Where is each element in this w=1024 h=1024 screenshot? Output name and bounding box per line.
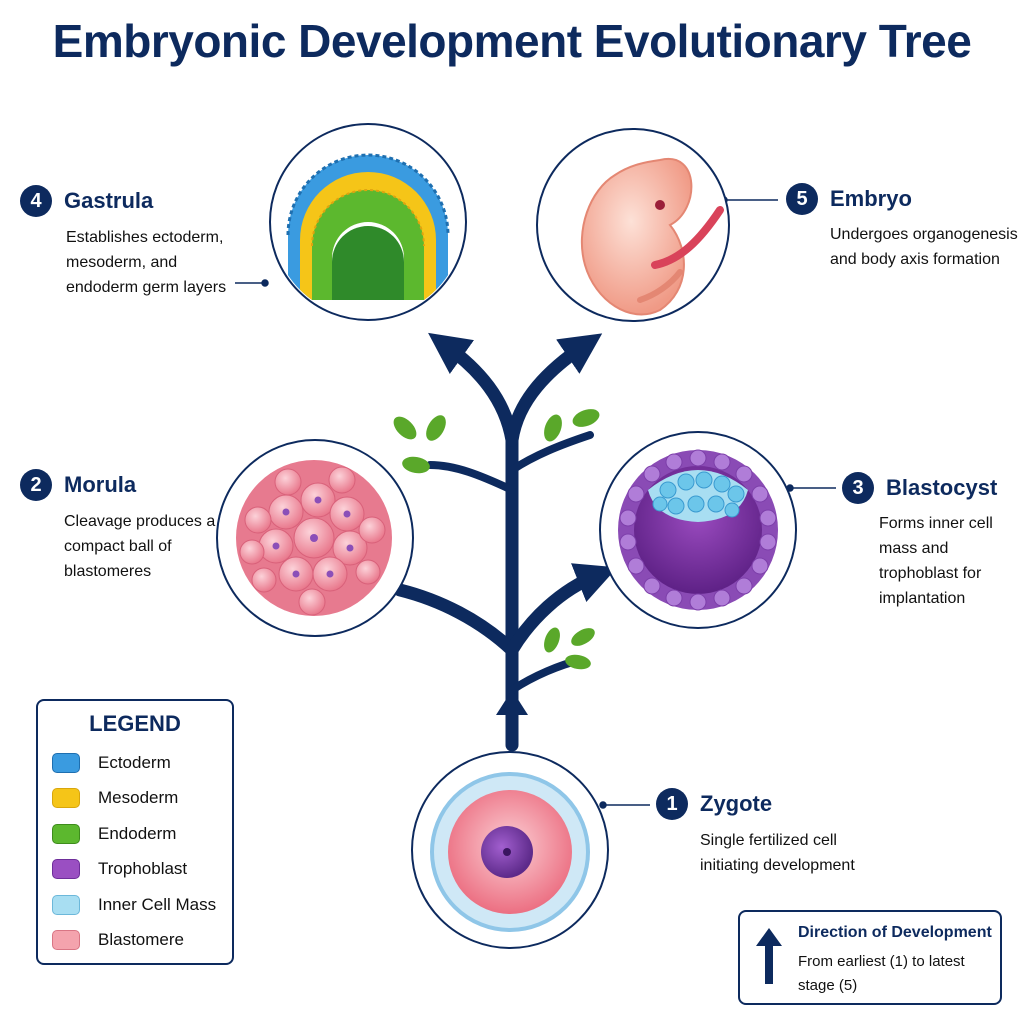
stage-5-description: Undergoes organogenesis and body axis fo…: [830, 226, 1018, 268]
stage-1-description: Single fertilized cell initiating develo…: [700, 832, 855, 874]
stage-5-name: Embryo: [830, 186, 912, 211]
zygote-illustration: [411, 751, 609, 949]
legend-label: Inner Cell Mass: [98, 894, 217, 914]
branch-to-morula: [393, 583, 519, 657]
legend-item-ectoderm: Ectoderm: [38, 745, 232, 781]
legend-title: LEGEND: [89, 711, 181, 736]
twig-left-upper: [426, 461, 516, 494]
stage-4-description: Establishes ectoderm, mesoderm, and endo…: [66, 229, 227, 296]
page-title: Embryonic Development Evolutionary Tree: [52, 15, 972, 67]
mesoderm-swatch: [52, 788, 80, 809]
embryo-illustration: [536, 128, 730, 322]
morula-illustration: [216, 439, 414, 637]
blastocyst-illustration: [599, 431, 797, 629]
branch-to-gastrula: [428, 332, 519, 447]
stage-3-badge: 3: [842, 472, 874, 504]
endoderm-swatch: [52, 823, 80, 844]
stage-3-description: Forms inner cell mass and trophoblast fo…: [879, 515, 993, 607]
legend-item-endoderm: Endoderm: [38, 816, 232, 852]
legend-item-mesoderm: Mesoderm: [38, 781, 232, 817]
stage-4-label: 4 Gastrula: [20, 185, 153, 217]
stage-5-badge: 5: [786, 183, 818, 215]
up-arrow-icon: [756, 928, 782, 984]
direction-text: From earliest (1) to latest stage (5): [798, 953, 965, 994]
stage-2-description: Cleavage produces a compact ball of blas…: [64, 513, 216, 580]
leaf-icons: [393, 409, 600, 670]
inner-cell-mass-swatch: [52, 894, 80, 915]
legend-label: Trophoblast: [98, 859, 188, 879]
trophoblast-swatch: [52, 859, 80, 880]
stage-4-badge: 4: [20, 185, 52, 217]
legend-item-blastomere: Blastomere: [38, 923, 232, 959]
stage-2-name: Morula: [64, 472, 137, 497]
legend-item-inner-cell-mass: Inner Cell Mass: [38, 887, 232, 923]
trunk-arrow-icon: [496, 690, 528, 715]
gastrula-illustration: [269, 123, 467, 321]
branch-to-blastocyst: [505, 563, 618, 657]
ectoderm-swatch: [52, 752, 80, 773]
legend-label: Blastomere: [98, 930, 184, 950]
legend-item-trophoblast: Trophoblast: [38, 852, 232, 888]
blastomere-swatch: [52, 930, 80, 951]
stage-2-badge: 2: [20, 469, 52, 501]
tree-branches: [393, 332, 618, 752]
legend: LEGEND Ectoderm Mesoderm Endoderm Tropho…: [36, 699, 234, 965]
stage-3-name: Blastocyst: [886, 475, 998, 500]
twig-right-upper: [508, 431, 594, 474]
direction-title: Direction of Development: [798, 924, 992, 941]
stage-1-name: Zygote: [700, 791, 773, 816]
legend-label: Mesoderm: [98, 788, 179, 808]
stage-5-label: 5 Embryo: [786, 183, 912, 215]
stage-4-name: Gastrula: [64, 188, 154, 213]
stage-3-label: 3 Blastocyst: [842, 472, 997, 504]
stage-1-label: 1 Zygote: [656, 788, 772, 820]
legend-label: Endoderm: [98, 823, 177, 843]
direction-box: Direction of Development From earliest (…: [738, 910, 1002, 1005]
stage-2-label: 2 Morula: [20, 469, 136, 501]
legend-label: Ectoderm: [98, 752, 171, 772]
stage-1-badge: 1: [656, 788, 688, 820]
branch-to-embryo: [505, 333, 603, 447]
